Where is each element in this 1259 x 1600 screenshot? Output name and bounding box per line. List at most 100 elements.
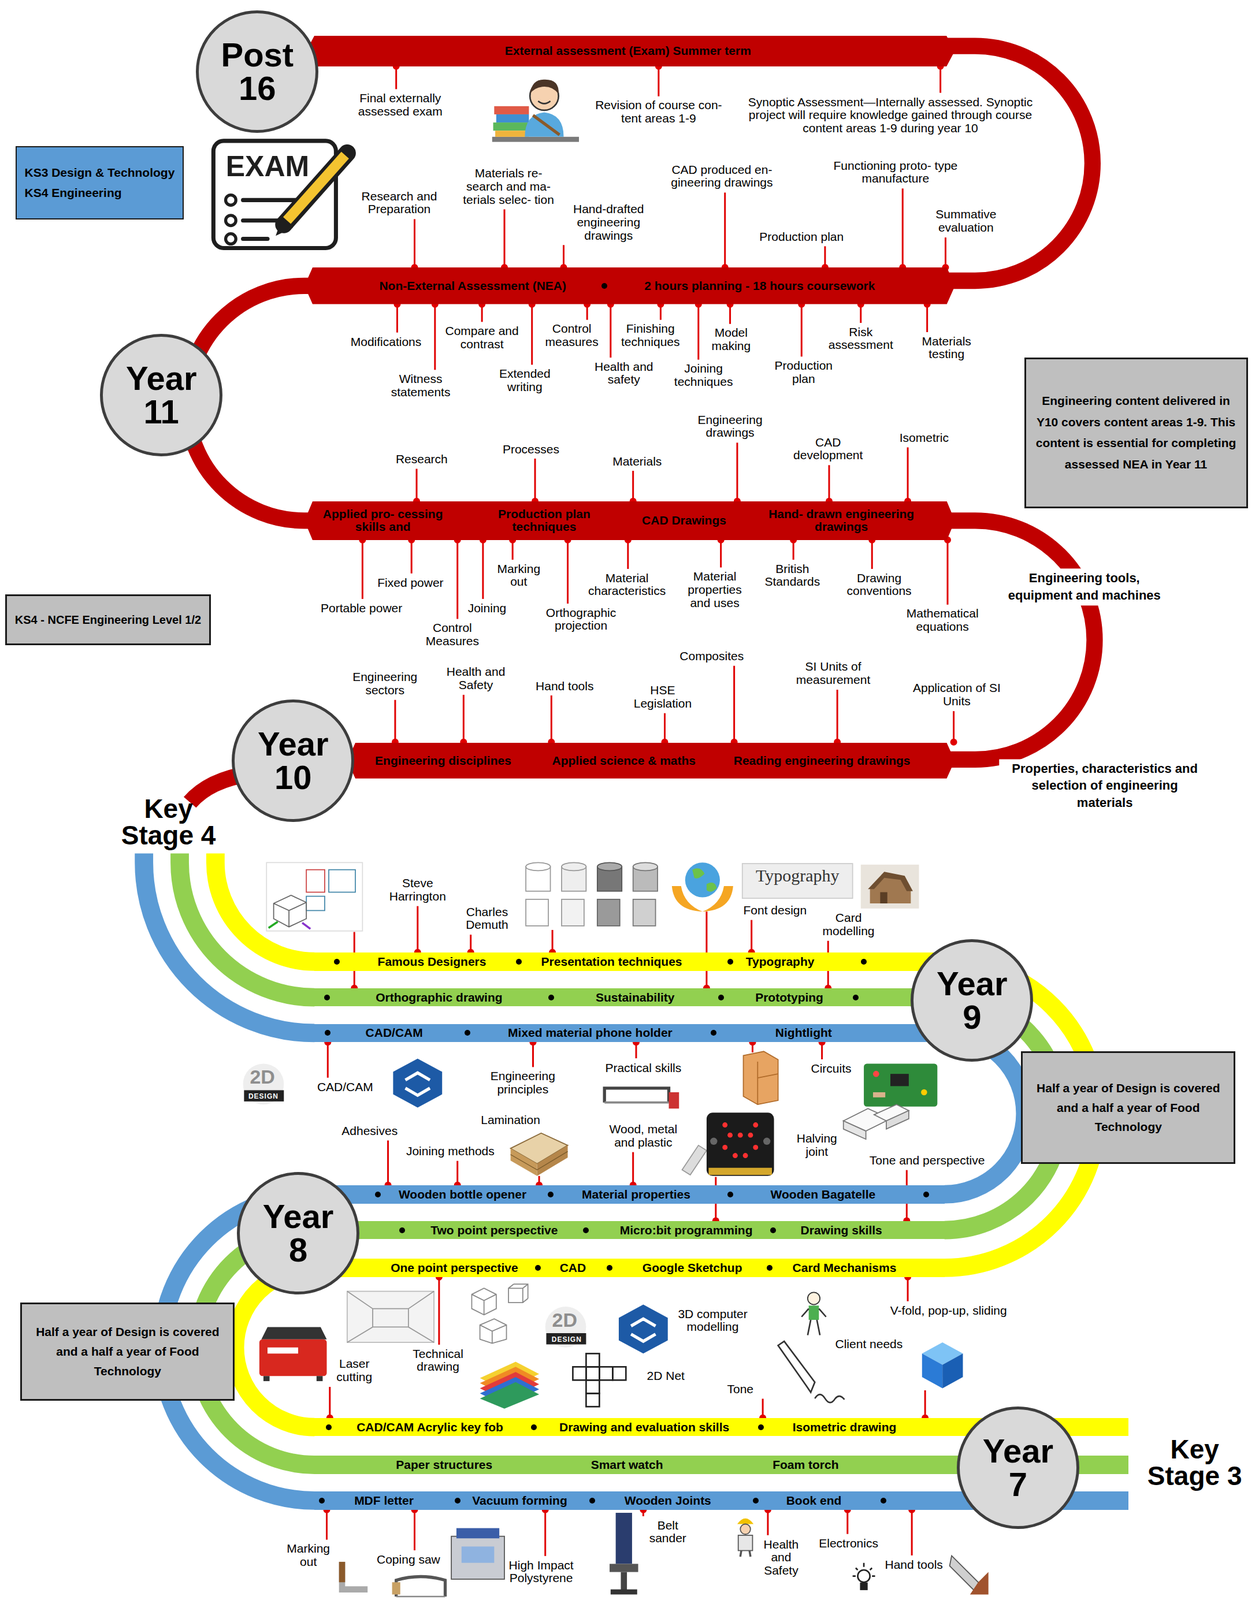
topic-label: Hand-drafted engineering drawings bbox=[557, 202, 660, 243]
halving-joint-picture bbox=[843, 1104, 909, 1140]
microbit-picture bbox=[752, 1122, 759, 1128]
topic-label: Material characteristics bbox=[578, 572, 676, 599]
pencil-picture bbox=[778, 1341, 816, 1393]
exam-icon bbox=[275, 218, 293, 236]
topic-label: Belt sander bbox=[644, 1519, 692, 1546]
topic-label: Fixed power bbox=[377, 576, 444, 590]
note-box: KS4 - NCFE Engineering Level 1/2 bbox=[5, 594, 211, 646]
note-box: Half a year of Design is covered and a h… bbox=[1020, 1051, 1236, 1164]
topic-label: Health and Safety bbox=[437, 666, 515, 693]
exam-icon bbox=[243, 218, 281, 223]
bullet-dot bbox=[880, 1498, 887, 1504]
hand-saw-icon bbox=[949, 1555, 989, 1595]
bullet-dot bbox=[530, 1424, 537, 1431]
leader-line bbox=[836, 689, 839, 743]
lamp-icon bbox=[852, 1563, 876, 1577]
topic-label: Hand tools bbox=[884, 1558, 943, 1573]
leader-line bbox=[846, 1510, 849, 1535]
band-item: Google Sketchup bbox=[642, 1261, 743, 1275]
band-item: Nightlight bbox=[775, 1026, 833, 1040]
circuit-board-picture bbox=[873, 1092, 886, 1098]
leader-line bbox=[387, 1140, 389, 1186]
leader-line bbox=[800, 304, 803, 358]
rendering-picture bbox=[633, 899, 656, 927]
globe-picture bbox=[671, 862, 734, 912]
topic-label: Steve Harrington bbox=[379, 877, 457, 904]
client-figure bbox=[807, 1292, 820, 1305]
hacksaw-picture bbox=[604, 1101, 669, 1105]
student-illustration bbox=[529, 79, 559, 95]
bullet-dot bbox=[752, 1498, 759, 1504]
belt-sander-picture bbox=[620, 1572, 627, 1592]
band-item: Wooden bottle opener bbox=[398, 1188, 527, 1202]
year-circle: Year 7 bbox=[956, 1406, 1080, 1530]
topic-label: Functioning proto- type manufacture bbox=[829, 159, 963, 186]
band-item: Smart watch bbox=[591, 1458, 664, 1472]
leader-line bbox=[736, 442, 738, 501]
rendering-picture bbox=[525, 862, 551, 871]
band-shape bbox=[304, 267, 956, 305]
laser-cutter-picture bbox=[267, 1347, 299, 1355]
topic-label: Production plan bbox=[759, 230, 844, 244]
topic-label: Model making bbox=[703, 327, 760, 354]
picture-text: 2D bbox=[249, 1067, 275, 1087]
topic-label: Control measures bbox=[536, 322, 608, 349]
student-illustration bbox=[495, 130, 529, 137]
topic-label: Marking out bbox=[490, 562, 547, 589]
leader-line bbox=[433, 304, 436, 371]
leader-line bbox=[503, 209, 506, 268]
lamp-icon bbox=[857, 1570, 870, 1583]
ks4-road bbox=[944, 520, 1095, 760]
belt-sander-picture bbox=[615, 1513, 633, 1565]
net-picture bbox=[585, 1380, 600, 1394]
laser-cutter-picture bbox=[259, 1339, 328, 1377]
leader-line bbox=[413, 218, 416, 268]
band-item: Vacuum forming bbox=[472, 1494, 568, 1508]
band-item: Wooden Bagatelle bbox=[770, 1188, 876, 1202]
hacksaw-picture bbox=[604, 1088, 669, 1103]
stage-heading: Key Stage 4 bbox=[104, 795, 233, 849]
leader-line bbox=[626, 540, 629, 570]
orthographic-picture bbox=[268, 922, 278, 929]
cube-icon bbox=[922, 1342, 964, 1390]
coping-saw-picture bbox=[396, 1577, 446, 1598]
box-text: Half a year of Design is covered and a h… bbox=[1030, 1078, 1226, 1138]
leader-line bbox=[396, 304, 399, 333]
topic-label: Composites bbox=[679, 650, 744, 664]
note-box: KS3 Design & TechnologyKS4 Engineering bbox=[15, 146, 185, 220]
leader-line bbox=[657, 66, 660, 97]
bullet-dot bbox=[727, 959, 734, 965]
band-item: Sustainability bbox=[595, 991, 675, 1005]
bullet-dot bbox=[324, 1030, 331, 1036]
topic-label: CAD produced en- gineering drawings bbox=[655, 163, 789, 190]
laser-cutter-picture bbox=[261, 1327, 327, 1340]
bullet-dot bbox=[318, 1498, 325, 1504]
orthographic-picture bbox=[306, 896, 325, 912]
band-item: Foam torch bbox=[772, 1458, 839, 1472]
typography-picture bbox=[742, 863, 853, 899]
band-item: 2 hours planning - 18 hours coursework bbox=[644, 279, 875, 293]
topic-label: Health and safety bbox=[585, 360, 663, 387]
topic-label: Hand tools bbox=[535, 679, 594, 693]
leader-line bbox=[456, 540, 459, 620]
net-picture bbox=[585, 1393, 600, 1407]
topic-label: Compare and contrast bbox=[438, 324, 526, 351]
microbit-picture bbox=[747, 1133, 753, 1139]
halving-joint-picture bbox=[886, 1111, 909, 1130]
design-software-logo bbox=[546, 1333, 586, 1345]
topic-label: Engineering principles bbox=[476, 1070, 569, 1097]
net-picture bbox=[585, 1353, 600, 1368]
band-item: CAD Drawings bbox=[641, 514, 727, 527]
band-item: Applied pro- cessing skills and bbox=[316, 507, 450, 534]
room-perspective-picture bbox=[347, 1291, 434, 1343]
ks4-band: External assessment (Exam) Summer term bbox=[306, 35, 955, 67]
leader-line bbox=[456, 1161, 459, 1186]
bullet-dot bbox=[324, 994, 330, 1001]
orthographic-picture bbox=[266, 862, 363, 931]
picture-text: 2D bbox=[552, 1310, 578, 1331]
ks3-band: One point perspectiveCADGoogle SketchupC… bbox=[314, 1259, 945, 1278]
client-figure bbox=[801, 1309, 826, 1336]
circuit-board-picture bbox=[873, 1071, 880, 1078]
sketchup-logo bbox=[618, 1305, 668, 1355]
